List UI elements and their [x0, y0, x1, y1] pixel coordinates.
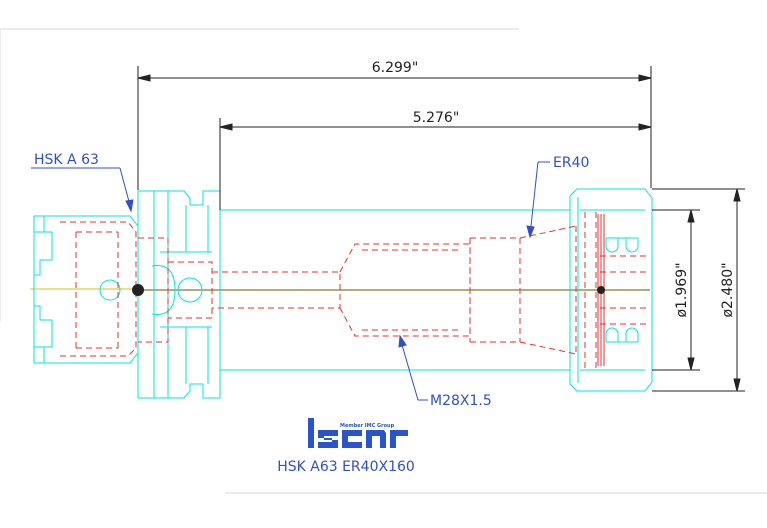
hidden-lines: [60, 212, 646, 368]
dimension-overall-length: [137, 66, 652, 190]
sheet-border: [0, 28, 767, 494]
body-outline: [220, 188, 653, 392]
dimension-outer-diameter: [652, 188, 745, 392]
drawing-caption: HSK A63 ER40X160: [277, 459, 415, 475]
dimension-outer-diameter-value: ø2.480": [720, 262, 736, 317]
callout-collet: ER40: [553, 155, 589, 171]
brand-logo-mark: [308, 418, 408, 448]
dimension-overall-length-value: 6.299": [372, 60, 419, 76]
brand-logo: Member IMC Group: [308, 418, 408, 448]
callout-thread-leader: [398, 334, 428, 401]
brand-logo-tagline: Member IMC Group: [340, 423, 395, 429]
dimension-shank-length-value: 5.276": [413, 110, 460, 126]
callout-collet-leader: [526, 161, 550, 239]
center-marks: [132, 284, 605, 296]
dimension-shank-length: [219, 118, 652, 210]
callout-shank-type-leader: [31, 167, 134, 213]
flange-outline: [137, 190, 221, 399]
dimension-bore-diameter: [652, 209, 700, 371]
callout-shank-type: HSK A 63: [34, 152, 99, 168]
callout-thread: M28X1.5: [430, 393, 492, 409]
dimension-bore-diameter-value: ø1.969": [674, 262, 690, 317]
